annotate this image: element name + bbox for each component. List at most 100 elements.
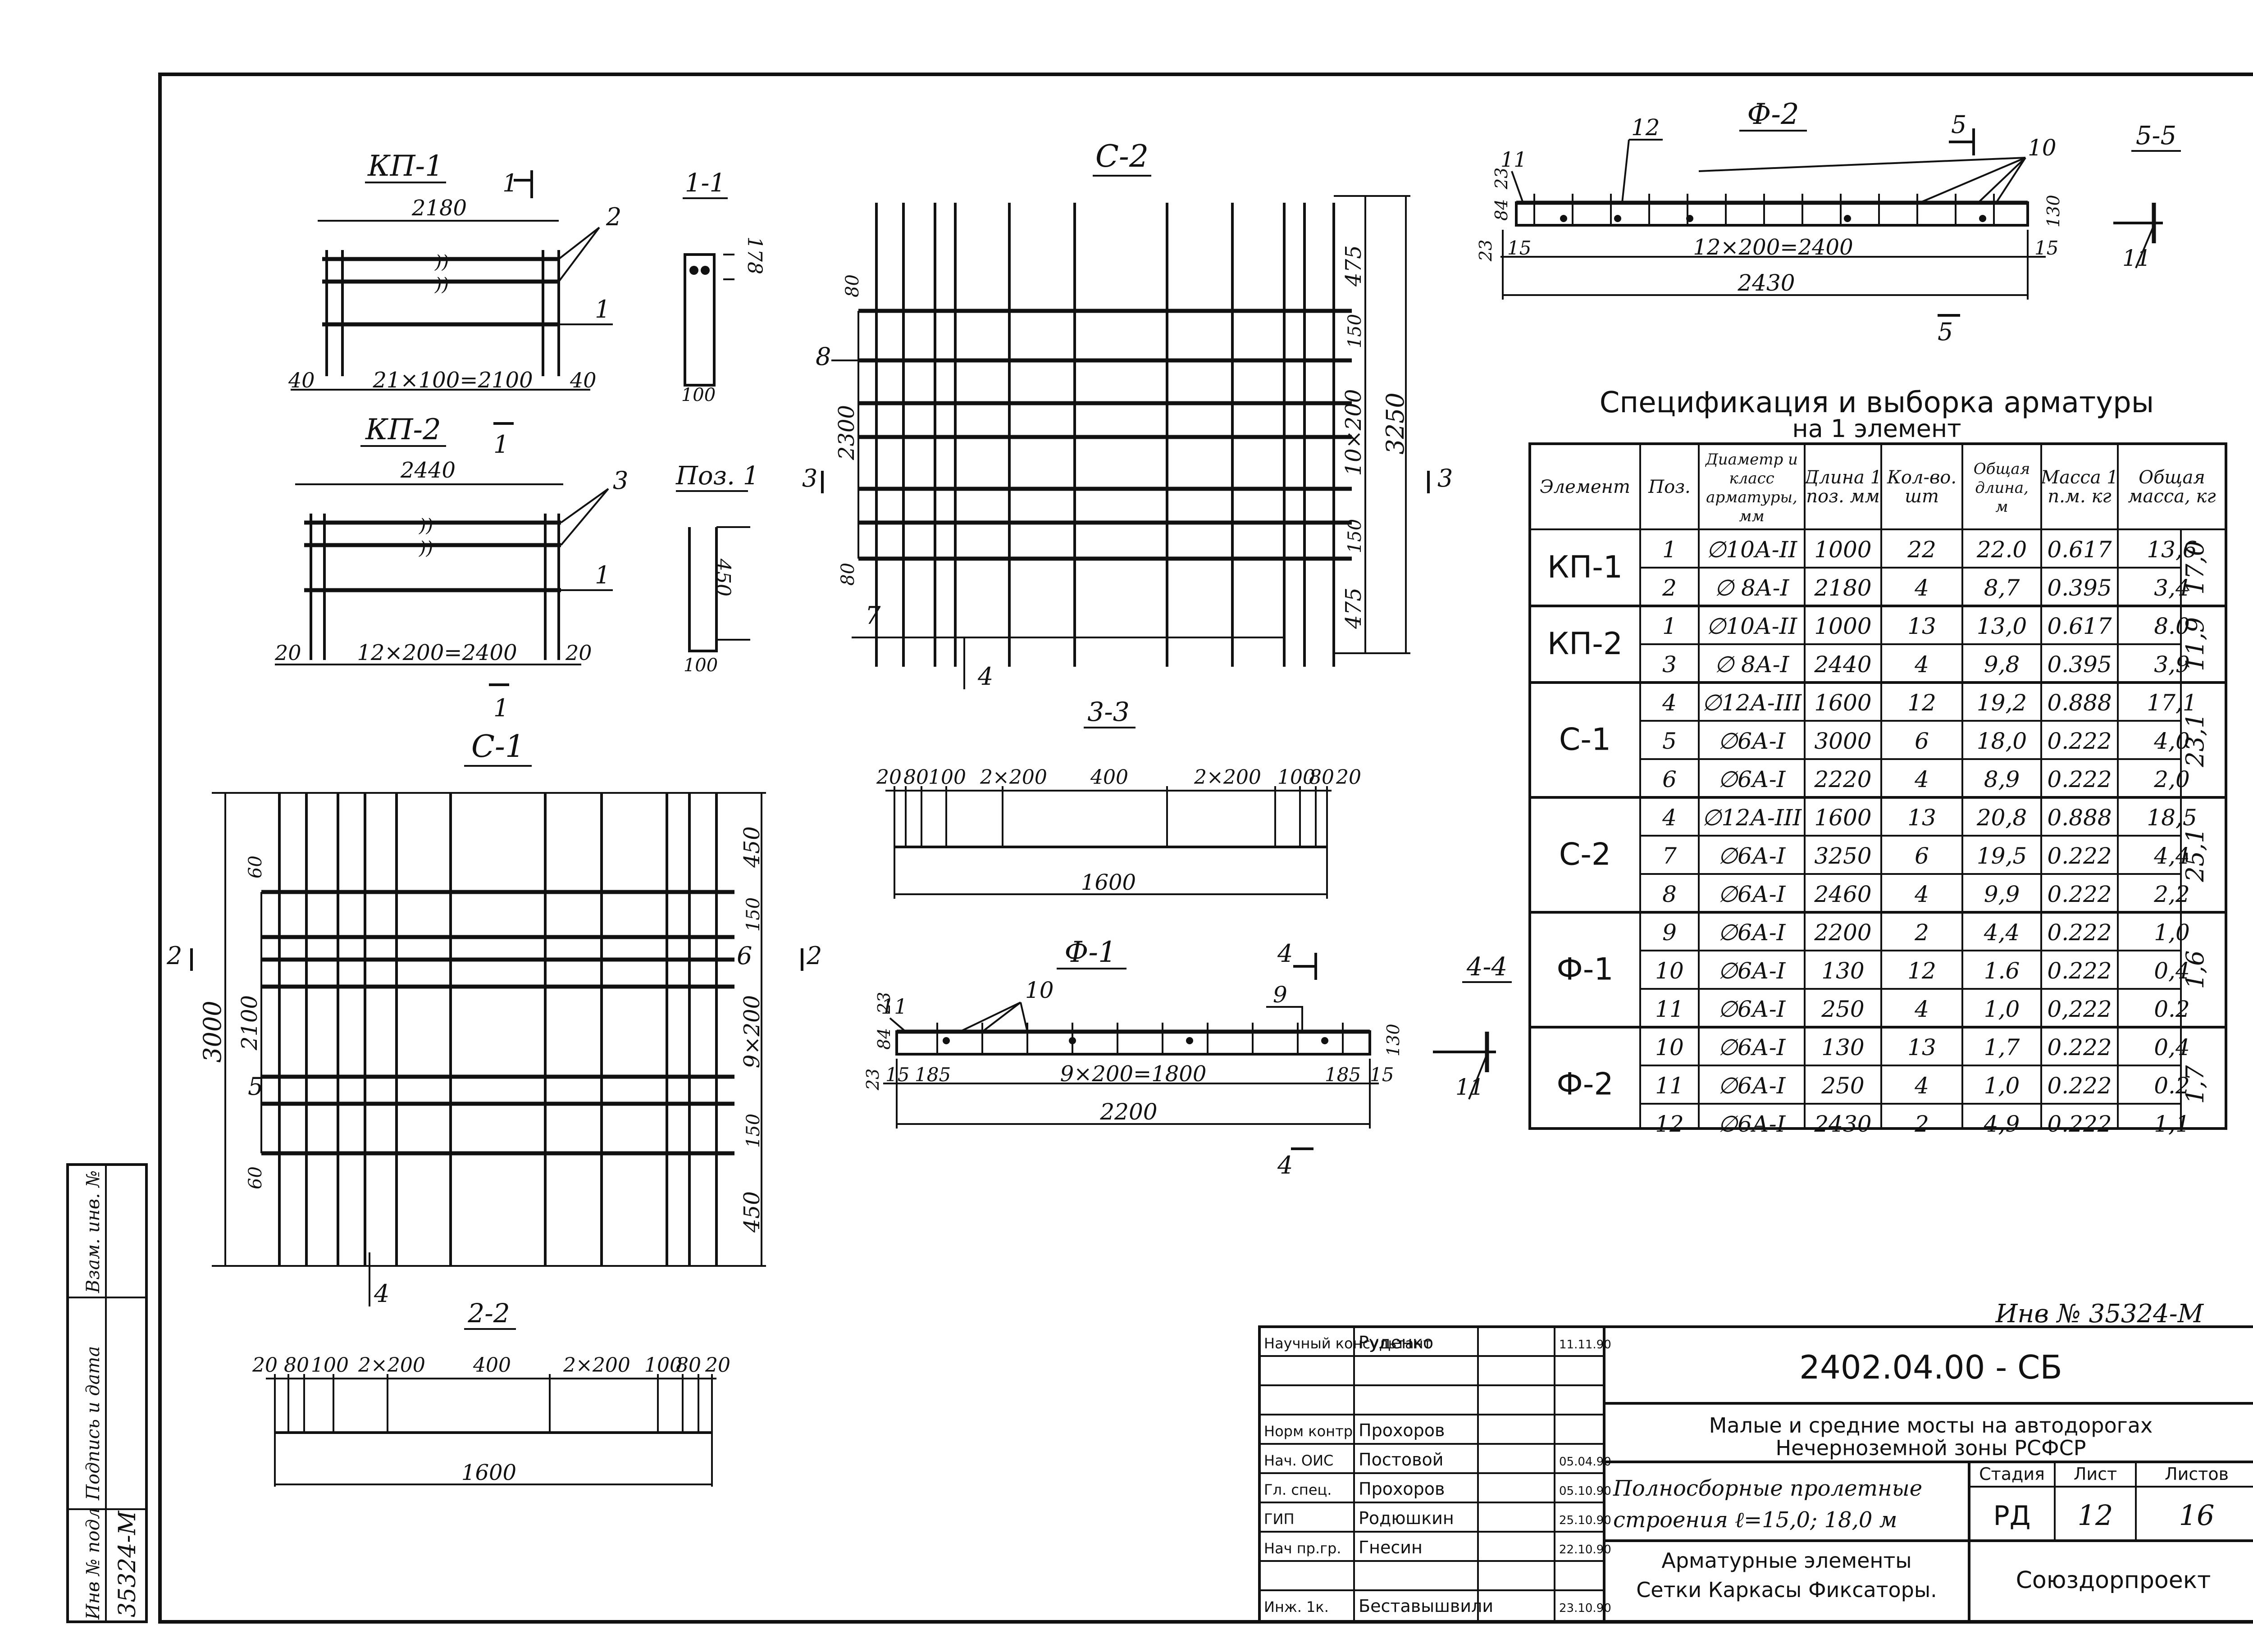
spec-cell-tmass: 1,0	[2154, 919, 2190, 946]
s22-dim-6: 100	[644, 1354, 682, 1377]
spec-cell-len: 1600	[1814, 690, 1871, 716]
spec-cell-tlen: 22.0	[1976, 537, 2027, 563]
spec-cell-len: 1000	[1814, 613, 1871, 639]
kp1-pos-rod: 1	[595, 295, 610, 323]
spec-cell-dia: ∅10А-II	[1706, 537, 1798, 563]
spec-cell-pos: 4	[1662, 690, 1677, 716]
spec-cell-len: 2440	[1814, 651, 1871, 678]
s33-dim-total: 1600	[1081, 870, 1136, 895]
f1-sec4-top: 4	[1277, 939, 1293, 968]
side-label-swap: Взам. инв. №	[83, 1170, 104, 1293]
f1-pos-11: 11	[881, 994, 908, 1019]
spec-cell-pos: 1	[1662, 537, 1677, 563]
f2-pos-11: 11	[1500, 147, 1527, 172]
f2-dim-total: 2430	[1737, 270, 1795, 296]
c2-sec3-right: 3	[1437, 464, 1453, 492]
tb-sheets-value: 16	[2179, 1499, 2215, 1532]
s33-dim-7: 80	[1309, 766, 1334, 789]
spec-cell-mass: 0.395	[2047, 575, 2112, 601]
kp1-dim-pitch: 21×100=2100	[372, 368, 533, 393]
c1-dim-150a: 150	[743, 897, 764, 932]
spec-cell-dia: ∅6А-I	[1718, 766, 1786, 792]
c1-dim-2100: 2100	[237, 995, 262, 1051]
kp2-section-mark: 1	[493, 430, 509, 459]
signature-role: Научный консультант	[1264, 1335, 1432, 1352]
spec-cell-tlen: 8,9	[1984, 766, 2020, 792]
spec-cell-dia: ∅6А-I	[1718, 881, 1786, 907]
view-kp1: КП-1 1 2180 )) )) 2 1 40 21×100=2100 40	[288, 150, 621, 393]
spec-row-lines	[1530, 567, 2226, 1105]
tb-stage-value: РД	[1993, 1500, 2030, 1532]
view-c1: С-1 450 150 9×200	[166, 729, 822, 1308]
tb-project-line2: Нечерноземной зоны РСФСР	[1776, 1436, 2086, 1460]
f1-pos-9: 9	[1273, 982, 1287, 1008]
tb-organization: Союздорпроект	[2016, 1567, 2211, 1594]
s44-title: 4-4	[1466, 952, 1507, 982]
spec-cell-tmass: 0.2	[2154, 1073, 2190, 1099]
c2-sec3-left: 3	[802, 464, 817, 492]
c2-pos-7: 7	[865, 601, 881, 630]
signature-role: Нач пр.гр.	[1264, 1540, 1341, 1557]
spec-cell-mass: 0.222	[2047, 1073, 2112, 1099]
spec-cell-len: 130	[1821, 1034, 1864, 1060]
spec-cell-qty: 4	[1914, 651, 1929, 678]
spec-cell-tmass: 2,2	[2153, 881, 2190, 907]
f2-dim-84: 84	[1491, 199, 1511, 221]
kp1-edge-right: 40	[570, 368, 597, 392]
f1-title: Ф-1	[1064, 936, 1116, 969]
spec-cell-dia: ∅6А-I	[1718, 1034, 1786, 1060]
c1-pos-4: 4	[374, 1279, 389, 1308]
kp2-title: КП-2	[365, 413, 441, 446]
sheet-frame	[158, 73, 2253, 1624]
view-f2: Ф-2 12 5 11 10	[1476, 98, 2063, 346]
spec-cell-mass: 0.222	[2047, 728, 2112, 754]
kp2-stirrups	[310, 514, 560, 660]
f2-pos-10: 10	[2028, 135, 2057, 161]
spec-cell-mass: 0.888	[2047, 805, 2112, 831]
c1-sec2-right: 2	[806, 942, 822, 970]
signature-role: Норм контр	[1264, 1423, 1353, 1440]
spec-cell-qty: 22	[1907, 537, 1936, 563]
spec-group-total: 17,0	[2181, 541, 2209, 595]
s44-pos: 11	[1455, 1074, 1484, 1100]
c2-dim-150b: 150	[1345, 519, 1365, 553]
spec-cell-len: 3250	[1814, 843, 1871, 869]
c1-dim-mid: 9×200	[739, 995, 765, 1068]
spec-cell-tlen: 1,0	[1984, 1073, 2020, 1099]
spec-cell-pos: 1	[1662, 613, 1677, 639]
spec-cell-tlen: 1,0	[1984, 996, 2020, 1022]
s33-ticks	[894, 786, 1328, 899]
signature-name: Гнесин	[1359, 1538, 1423, 1557]
spec-cell-len: 2220	[1814, 766, 1871, 792]
view-pos1: Поз. 1 450 100	[675, 461, 759, 676]
spec-header-cell: Элемент	[1540, 477, 1630, 497]
s22-dim-total: 1600	[461, 1460, 516, 1485]
s22-dim-1: 80	[284, 1354, 309, 1377]
s22-dim-0: 20	[252, 1354, 278, 1377]
s33-dim-5: 2×200	[1194, 766, 1261, 789]
s22-dim-8: 20	[705, 1354, 730, 1377]
tb-sheet-value: 12	[2078, 1499, 2113, 1532]
spec-cell-qty: 4	[1914, 881, 1929, 907]
spec-group-total: 11,9	[2181, 617, 2209, 671]
signature-name: Постовой	[1359, 1450, 1443, 1470]
spec-cell-len: 1000	[1814, 537, 1871, 563]
signature-date: 23.10.90	[1559, 1602, 1611, 1615]
spec-cell-tlen: 20,8	[1976, 805, 2027, 831]
spec-cell-qty: 4	[1914, 1073, 1929, 1099]
spec-cell-dia: ∅6А-I	[1718, 919, 1786, 946]
f1-stirrups	[936, 1023, 1344, 1054]
view-c2: С-2 475 150	[802, 139, 1453, 691]
f2-dim-23b: 23	[1476, 240, 1496, 262]
